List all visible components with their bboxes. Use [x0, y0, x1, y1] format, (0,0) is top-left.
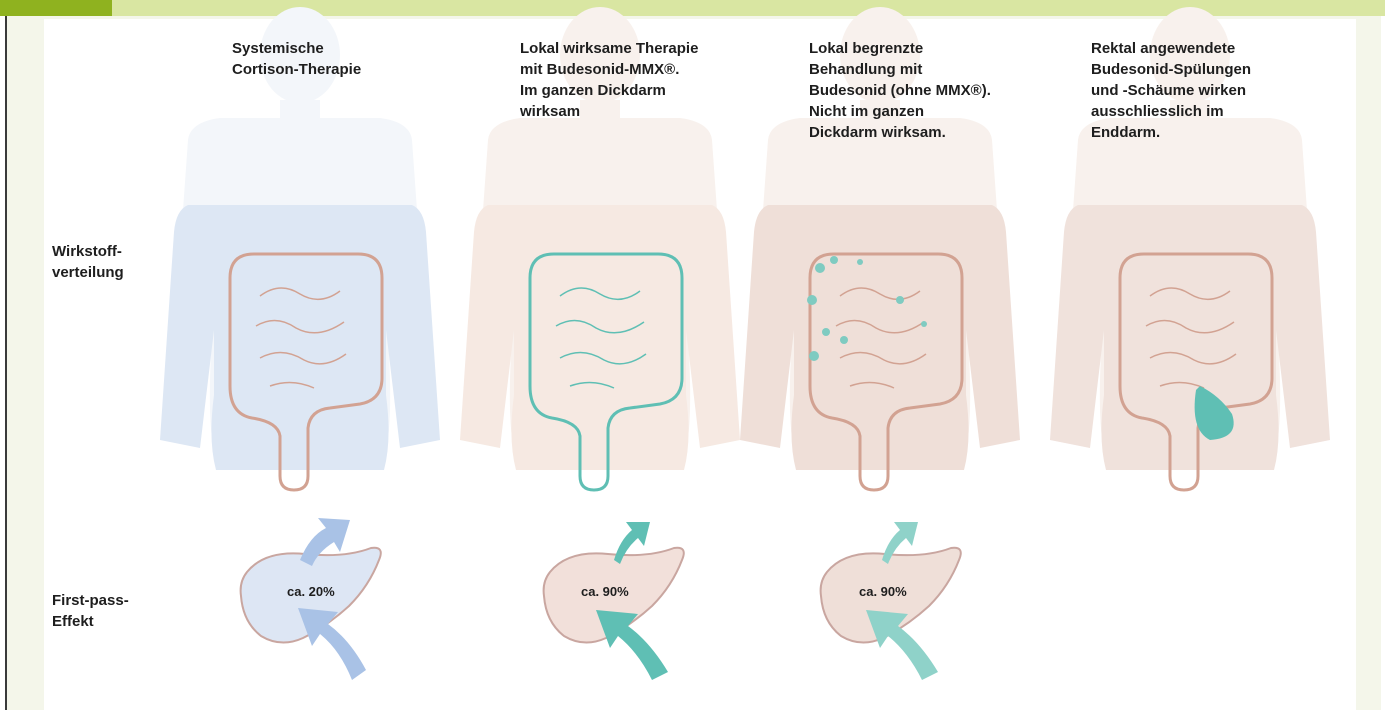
heading-line: Rektal angewendete: [1091, 38, 1351, 59]
heading-line: Nicht im ganzen: [809, 101, 1069, 122]
first-pass-diagram-mmx: ca. 90%: [544, 522, 684, 680]
row-label-line: First-pass-: [52, 590, 192, 611]
heading-line: Lokal wirksame Therapie: [520, 38, 780, 59]
heading-line: Budesonid (ohne MMX®).: [809, 80, 1069, 101]
heading-line: wirksam: [520, 101, 780, 122]
heading-line: Systemische: [232, 38, 492, 59]
heading-line: mit Budesonid-MMX®.: [520, 59, 780, 80]
heading-line: ausschliesslich im: [1091, 101, 1351, 122]
heading-systemic: Systemische Cortison-Therapie: [232, 38, 492, 80]
heading-budesonid: Lokal begrenzte Behandlung mit Budesonid…: [809, 38, 1069, 143]
first-pass-percent-systemic: ca. 20%: [287, 584, 335, 599]
heading-line: Cortison-Therapie: [232, 59, 492, 80]
heading-line: Dickdarm wirksam.: [809, 122, 1069, 143]
row-label-distribution: Wirkstoff- verteilung: [52, 241, 192, 283]
heading-line: Lokal begrenzte: [809, 38, 1069, 59]
heading-line: Im ganzen Dickdarm: [520, 80, 780, 101]
heading-line: Budesonid-Spülungen: [1091, 59, 1351, 80]
row-label-first-pass: First-pass- Effekt: [52, 590, 192, 632]
first-pass-diagram-budesonid: ca. 90%: [821, 522, 961, 680]
heading-line: und -Schäume wirken: [1091, 80, 1351, 101]
heading-rectal: Rektal angewendete Budesonid-Spülungen u…: [1091, 38, 1351, 143]
heading-mmx: Lokal wirksame Therapie mit Budesonid-MM…: [520, 38, 780, 122]
heading-line: Behandlung mit: [809, 59, 1069, 80]
heading-line: Enddarm.: [1091, 122, 1351, 143]
row-label-line: verteilung: [52, 262, 192, 283]
row-label-line: Effekt: [52, 611, 192, 632]
first-pass-percent-mmx: ca. 90%: [581, 584, 629, 599]
row-label-line: Wirkstoff-: [52, 241, 192, 262]
first-pass-percent-budesonid: ca. 90%: [859, 584, 907, 599]
first-pass-diagram-systemic: ca. 20%: [241, 518, 381, 680]
